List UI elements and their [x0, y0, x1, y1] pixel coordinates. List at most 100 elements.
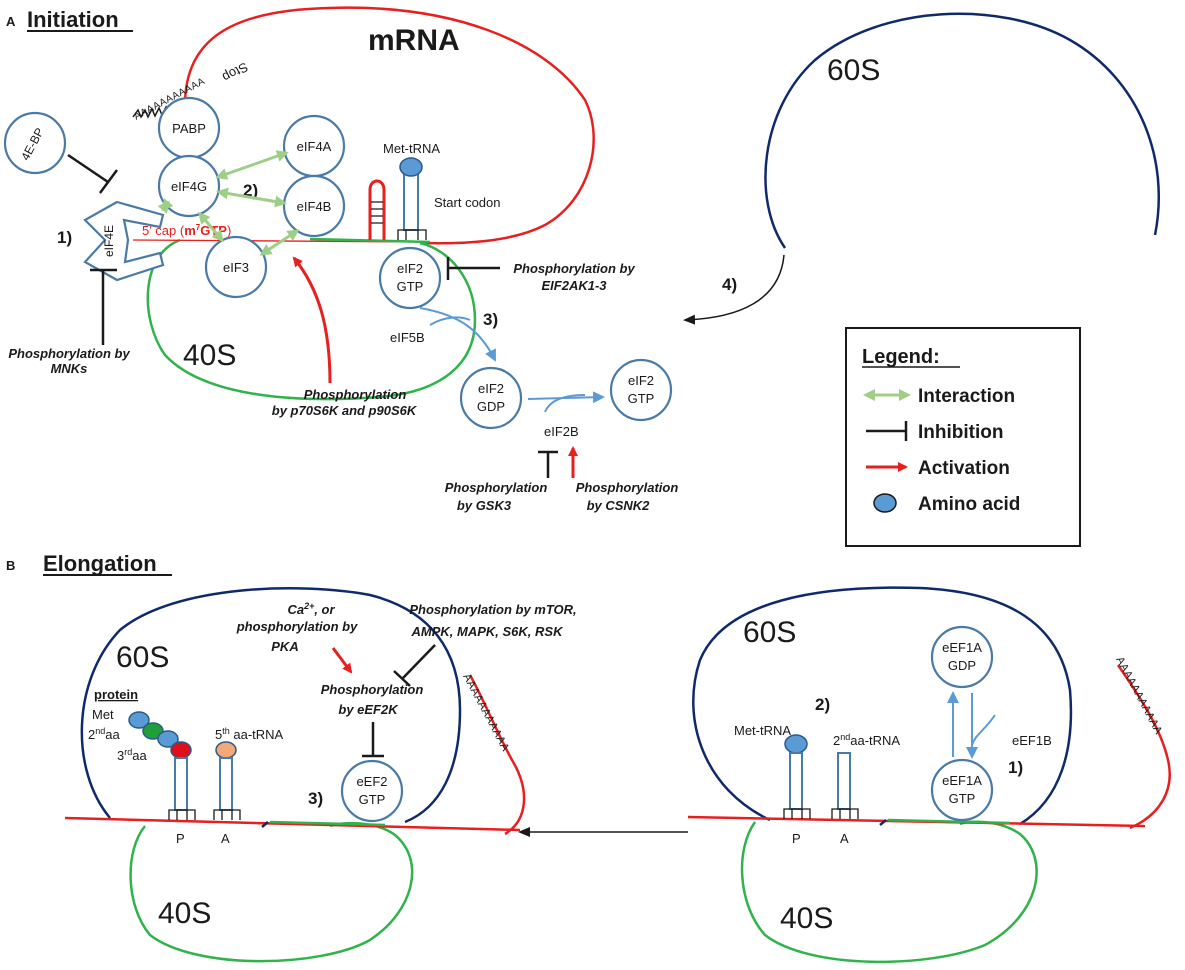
aa-3rd-link: [157, 730, 179, 748]
trna-2nd-right-stem: [837, 752, 851, 810]
node-eef1a-gtp-label-1: eEF1A: [942, 773, 982, 788]
met-label: Met: [92, 707, 114, 722]
interaction-eif4g-eif4a: [215, 150, 289, 180]
mrna-baseline-green: [309, 237, 431, 244]
phos-s6k-1: Phosphorylation: [304, 387, 407, 402]
phos-gsk-1: Phosphorylation: [445, 480, 548, 495]
act-ca-eef2k: [331, 647, 353, 674]
inh-4ebp-eif4e-bar: [98, 169, 119, 194]
label-40s-right: 40S: [780, 902, 833, 935]
ribosome-40s-initiation: [146, 238, 477, 401]
hairpin-bonds: [371, 201, 383, 224]
node-eif3-label: eIF3: [223, 260, 249, 275]
aa2-label: 2ndaa: [88, 726, 120, 742]
node-4ebp: [3, 111, 67, 175]
node-eif4a-label: eIF4A: [297, 139, 332, 154]
arrow-eif5b-branch: [429, 316, 471, 326]
polya-text-left: AAAAAAAAAAA: [460, 672, 511, 754]
step-1-elongation: 1): [1008, 758, 1023, 777]
node-eef2-label-2: GTP: [359, 792, 386, 807]
mrna-right-green: [887, 818, 1011, 825]
node-eef1a-gdp: [930, 625, 994, 689]
eif2b-label: eIF2B: [544, 424, 579, 439]
label-40s-left: 40S: [158, 897, 211, 930]
inh-mtor-eef2k: [402, 644, 436, 679]
mrna-left-green: [269, 820, 386, 827]
mtor-text-2: AMPK, MAPK, S6K, RSK: [411, 624, 565, 639]
aa-met: [128, 711, 150, 729]
phos-s6k-2: by p70S6K and p90S6K: [272, 403, 418, 418]
ca-text-3: PKA: [271, 639, 298, 654]
legend: Legend: Interaction Inhibition Activatio…: [845, 327, 1081, 547]
node-eif2-gtp-label-1: eIF2: [397, 261, 423, 276]
ribosome-40s-left: [129, 821, 414, 963]
met-trna-right-label: Met-tRNA: [734, 723, 791, 738]
panel-b-title: Elongation: [43, 551, 157, 576]
node-eif2-gdp: [459, 366, 523, 430]
aa-5th: [215, 741, 237, 759]
site-p-left: P: [176, 831, 185, 846]
mrna-right-tick: [879, 819, 887, 826]
node-eef1a-gdp-label-1: eEF1A: [942, 640, 982, 655]
polya-text-right: AAAAAAAAAAA: [1113, 655, 1164, 737]
panel-a-title: Initiation: [27, 7, 119, 32]
panel-b: B Elongation 60S 40S AAAAAAAAAAA protein…: [6, 551, 1171, 964]
label-60s-left: 60S: [116, 641, 169, 674]
node-eif3: [204, 235, 268, 299]
panel-a-letter: A: [6, 14, 16, 29]
arrow-eif5b: [419, 307, 496, 362]
node-eif2-gtp-recycled-label-2: GTP: [628, 391, 655, 406]
mrna-label: mRNA: [368, 24, 460, 57]
met-trna-stem: [403, 167, 419, 231]
ribosome-60s-right: [692, 586, 1073, 826]
node-eef2-gtp: [340, 759, 404, 823]
node-eif2-gdp-label-1: eIF2: [478, 381, 504, 396]
node-eif4b-label: eIF4B: [297, 199, 332, 214]
aa3-label: 3rdaa: [117, 747, 147, 763]
arrow-eef1b-branch: [971, 714, 996, 746]
stop-label: Stop: [220, 59, 251, 85]
eef2k-text-2: by eEF2K: [338, 702, 399, 717]
phos-gsk-2: by GSK3: [457, 498, 512, 513]
label-40s-initiation: 40S: [183, 339, 236, 372]
step-4: 4): [722, 275, 737, 294]
node-eif2-gtp-recycled-label-1: eIF2: [628, 373, 654, 388]
node-eef1a-gtp: [930, 758, 994, 822]
protein-label: protein: [94, 687, 138, 702]
hairpin: [368, 179, 386, 240]
step-2-elongation: 2): [815, 695, 830, 714]
node-eif4g: [157, 154, 221, 218]
ca-text-2: phosphorylation by: [236, 619, 358, 634]
ribosome-60s-initiation: [764, 12, 1160, 249]
mrna-tail-left: [468, 674, 526, 836]
arrow-eif2b-branch: [544, 394, 586, 413]
phos-mnk-2: MNKs: [51, 361, 88, 376]
legend-amino-acid-label: Amino acid: [918, 494, 1020, 515]
met-trna-amino-acid: [399, 157, 423, 177]
node-eif4g-label: eIF4G: [171, 179, 207, 194]
node-eif2-gtp-recycled: [609, 358, 673, 422]
trna-2nd-right-anticodon: [831, 808, 859, 819]
node-pabp-label: PABP: [172, 121, 206, 136]
node-eef1a-gtp-label-2: GTP: [949, 791, 976, 806]
node-eif2-gtp: [378, 246, 442, 310]
eef1b-label: eEF1B: [1012, 733, 1052, 748]
site-p-right: P: [792, 831, 801, 846]
legend-activation-label: Activation: [918, 458, 1010, 479]
phos-csnk-1: Phosphorylation: [576, 480, 679, 495]
interaction-eif4b-eif3: [259, 229, 300, 256]
ribosome-40s-right: [740, 820, 1038, 964]
step-3-initiation: 3): [483, 310, 498, 329]
trna-a-anticodon: [213, 809, 241, 820]
aa-2nd: [142, 722, 164, 740]
phos-mnk-1: Phosphorylation by: [8, 346, 130, 361]
mrna-loop: [183, 6, 595, 245]
interaction-eif4e-eif4g: [157, 198, 174, 214]
met-trna-right-anticodon: [783, 808, 811, 819]
node-eif2-gdp-label-2: GDP: [477, 399, 505, 414]
eif4e-label: eIF4E: [102, 225, 116, 257]
step-3-elongation: 3): [308, 789, 323, 808]
trna-p-stem: [174, 757, 188, 811]
legend-interaction-label: Interaction: [918, 386, 1015, 407]
